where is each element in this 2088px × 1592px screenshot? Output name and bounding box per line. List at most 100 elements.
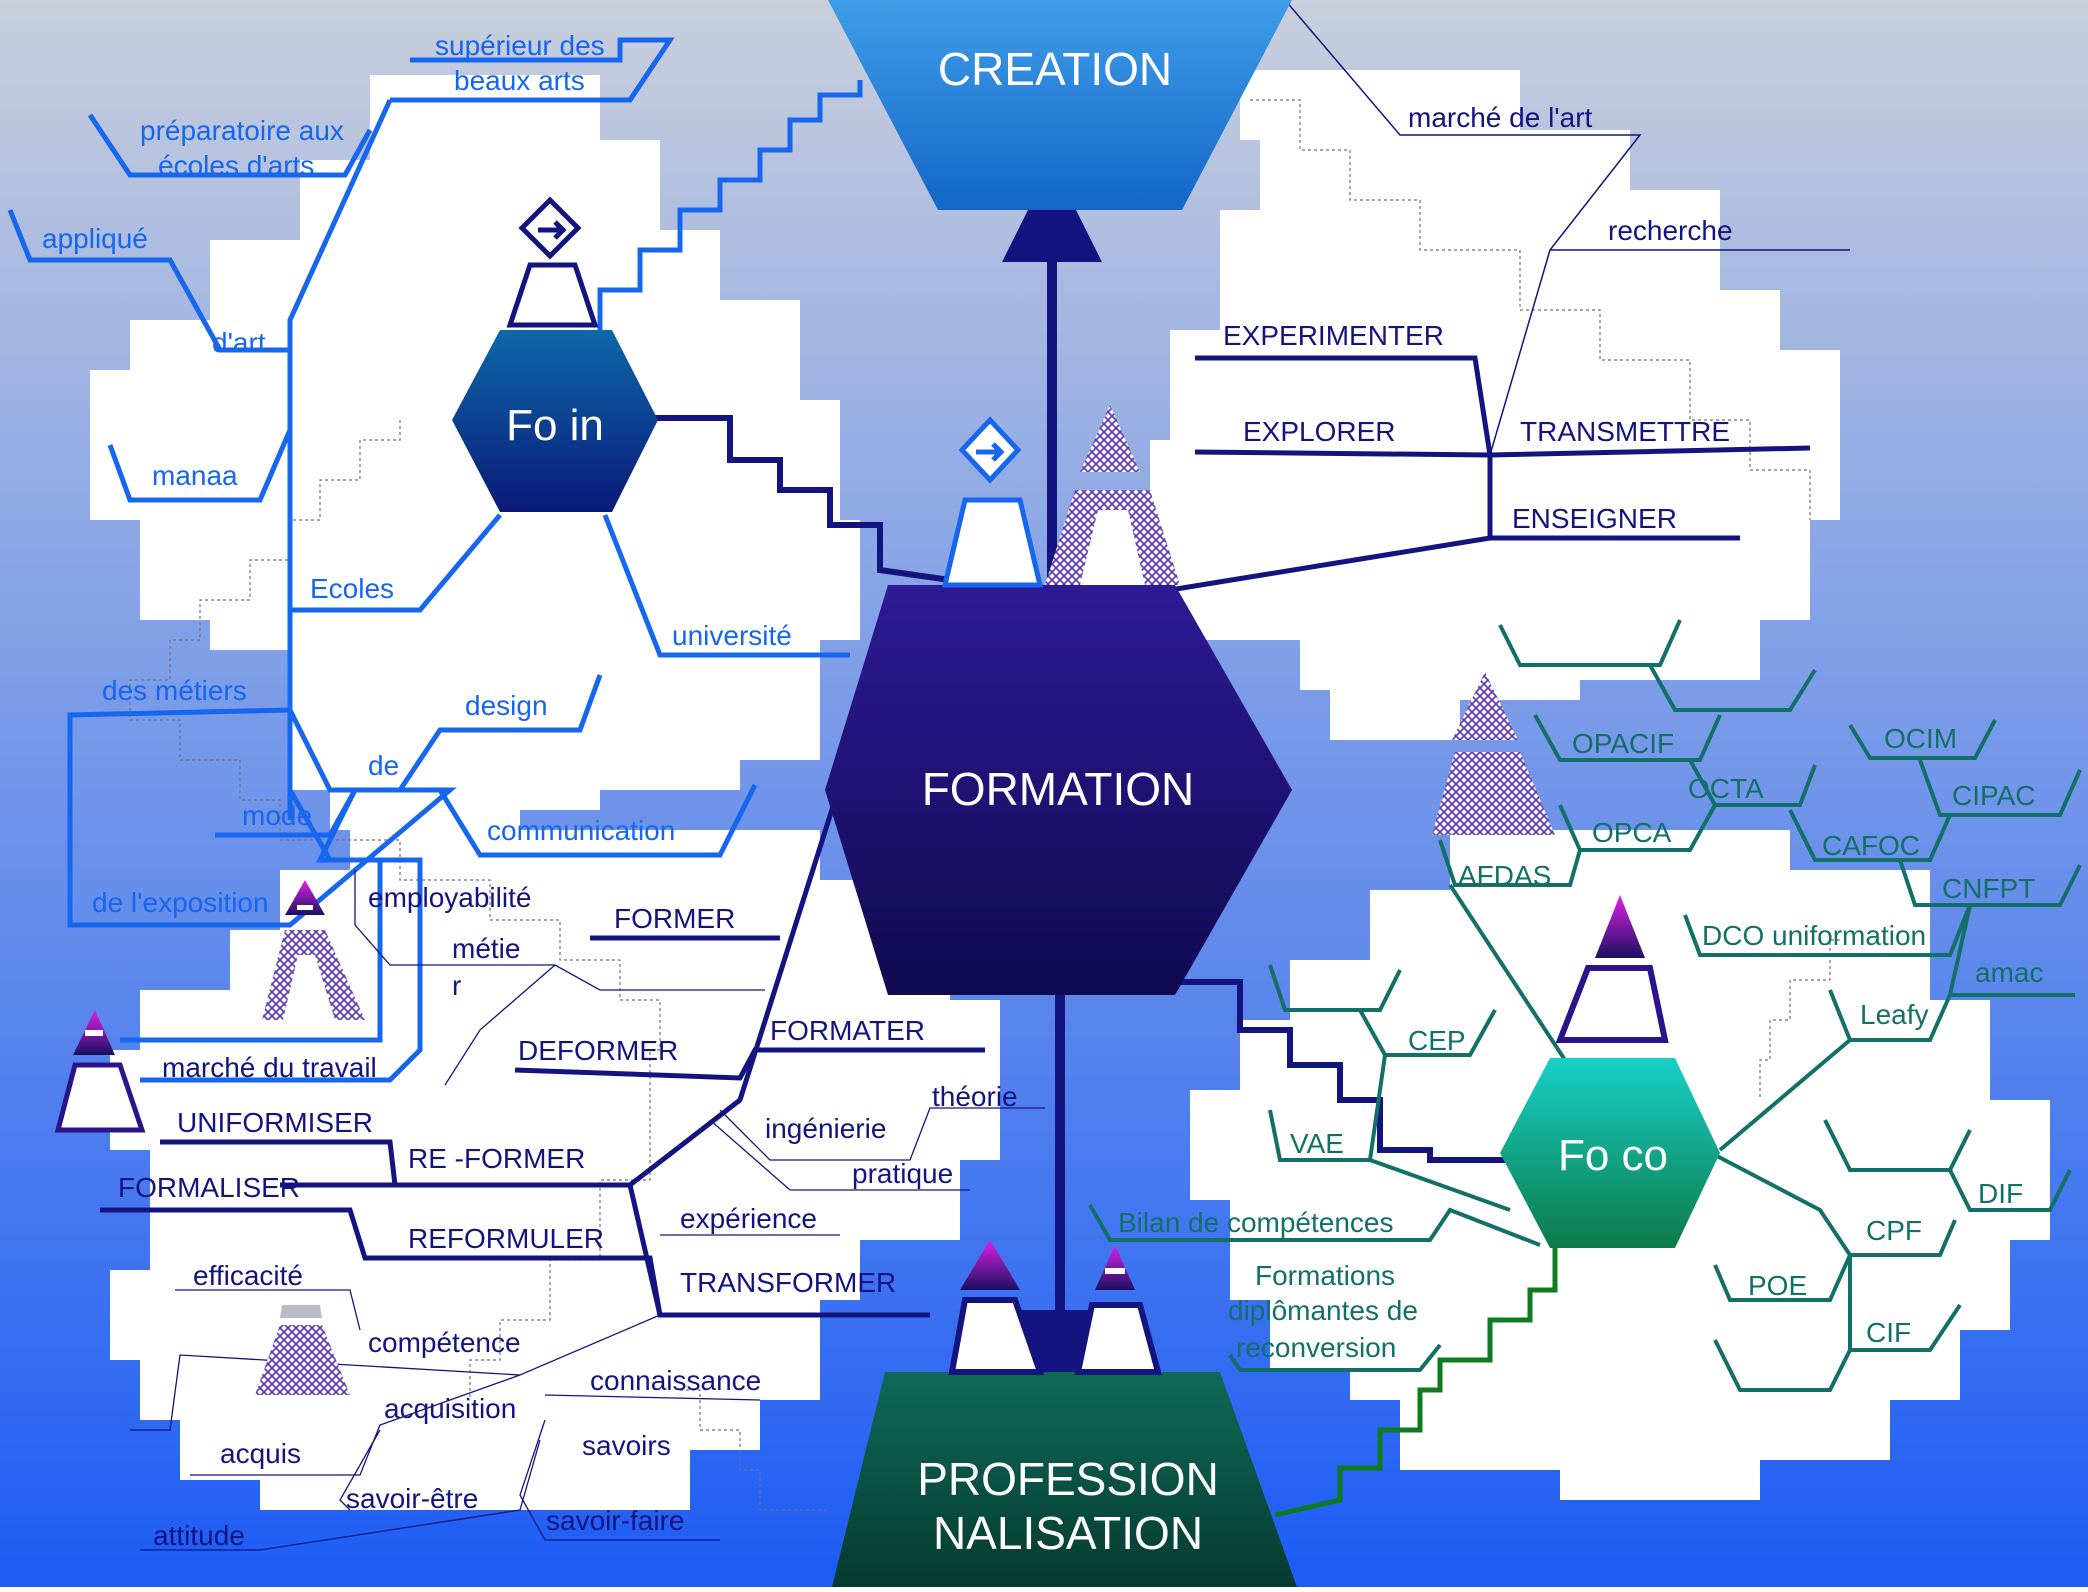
fo-in-node[interactable]: Fo in	[452, 330, 658, 512]
hatched-skirt-icon	[255, 1325, 350, 1395]
label-r: r	[452, 970, 461, 1001]
label-superieur: supérieur des	[435, 30, 605, 61]
thin-connectors-tr	[1284, 0, 1850, 456]
label-dart: d'art	[212, 327, 266, 358]
line-leafy-to-foco	[1718, 1038, 1852, 1152]
line-afdas	[1438, 839, 1582, 887]
hatched-tower-window-icon	[1080, 510, 1145, 585]
label-dif: DIF	[1978, 1178, 2023, 1209]
label-de: de	[368, 750, 399, 781]
label-ecoles-arts: écoles d'arts	[158, 150, 314, 181]
line-opacif	[1498, 619, 1682, 667]
trapezoid-figure-icon-3	[54, 1062, 146, 1133]
line-dif2	[1948, 1169, 2072, 1212]
label-amac: amac	[1975, 957, 2043, 988]
creation-node[interactable]: CREATION	[828, 0, 1292, 210]
line-superieur	[390, 37, 675, 103]
label-diplomantes: diplômantes de	[1228, 1295, 1418, 1326]
profession-label-1: PROFESSION	[917, 1453, 1219, 1505]
label-theorie: théorie	[932, 1081, 1018, 1112]
label-cipac: CIPAC	[1952, 780, 2036, 811]
line-competence	[130, 1314, 661, 1431]
hatched-tower-icon-2	[1432, 752, 1555, 835]
purple-cone-icon-3	[960, 1240, 1020, 1290]
label-bilan: Bilan de compétences	[1118, 1207, 1394, 1238]
fo-in-shape	[452, 330, 658, 512]
line-opca	[1558, 804, 1717, 852]
diamond-arrow-icon-2	[958, 416, 1022, 484]
line-experimenter	[1195, 355, 1493, 538]
line-vae-to-foco	[1369, 1158, 1511, 1212]
label-employabilite: employabilité	[368, 882, 531, 913]
label-des-metiers: des métiers	[102, 675, 247, 706]
diamond-arrow-icon	[518, 196, 582, 260]
label-beaux-arts: beaux arts	[454, 65, 585, 96]
label-acquisition: acquisition	[384, 1393, 516, 1424]
formation-shape	[825, 585, 1292, 995]
label-opacif: OPACIF	[1572, 728, 1674, 759]
label-exposition: de l'exposition	[92, 887, 269, 918]
label-transmettre: TRANSMETTRE	[1520, 416, 1730, 447]
label-efficacite: efficacité	[193, 1260, 303, 1291]
line-savoir-faire2	[519, 1419, 720, 1541]
line-deformer	[514, 1047, 985, 1081]
top-right-labels: marché de l'art recherche EXPERIMENTER E…	[1223, 102, 1733, 534]
line-vae	[1268, 1054, 1387, 1162]
line-ocim	[1848, 719, 1997, 760]
label-cafoc: CAFOC	[1822, 830, 1920, 861]
label-reformer: RE -FORMER	[408, 1143, 585, 1174]
label-ecoles: Ecoles	[310, 573, 394, 604]
label-cnfpt: CNFPT	[1942, 873, 2035, 904]
line-spine-left	[287, 98, 393, 820]
label-universite: université	[672, 620, 792, 651]
dashed-step-tr	[1250, 99, 1811, 520]
line-formaliser	[100, 1207, 930, 1318]
hatched-figure-window-icon	[283, 955, 335, 1020]
label-metie: métie	[452, 933, 520, 964]
profession-node[interactable]: PROFESSION NALISATION	[832, 1372, 1297, 1587]
label-marche-travail: marché du travail	[162, 1052, 377, 1083]
line-reformuler	[627, 1184, 663, 1316]
line-employabilite	[354, 870, 765, 991]
label-cif: CIF	[1866, 1317, 1911, 1348]
line-efficacite	[175, 1289, 361, 1331]
line-theorie	[719, 1107, 1045, 1161]
formation-node[interactable]: FORMATION	[825, 585, 1292, 995]
label-preparatoire: préparatoire aux	[140, 115, 344, 146]
line-cif	[1848, 1255, 1962, 1352]
label-opca: OPCA	[1592, 817, 1672, 848]
line-opacif2	[1648, 664, 1817, 712]
label-marche-art: marché de l'art	[1408, 102, 1593, 133]
fo-co-node[interactable]: Fo co	[1500, 1058, 1720, 1248]
label-connaissance: connaissance	[590, 1365, 761, 1396]
label-vae: VAE	[1290, 1128, 1344, 1159]
line-savoir-etre	[140, 1439, 541, 1551]
label-enseigner: ENSEIGNER	[1512, 503, 1677, 534]
bottom-left-labels: employabilité métie r FORMER marché du t…	[118, 882, 1018, 1551]
line-octa	[1533, 714, 1722, 762]
line-cnfpt	[1898, 859, 2082, 907]
trapezoid-figure-icon	[506, 262, 599, 328]
label-afdas: AFDAS	[1458, 860, 1551, 891]
label-deformer: DEFORMER	[518, 1035, 678, 1066]
label-savoirs: savoirs	[582, 1430, 671, 1461]
formation-left-branches	[100, 799, 985, 1318]
line-uniformiser	[160, 1139, 398, 1186]
label-reformuler: REFORMULER	[408, 1223, 604, 1254]
fo-co-shape	[1500, 1058, 1720, 1248]
label-formaliser: FORMALISER	[118, 1172, 300, 1203]
line-bilan	[1088, 1204, 1541, 1247]
label-leafy: Leafy	[1860, 999, 1929, 1030]
label-savoir-faire: savoir-faire	[546, 1505, 684, 1536]
label-competence: compétence	[368, 1327, 521, 1358]
line-afdas-to-foco	[1448, 883, 1567, 1062]
cone-dash-icon-3	[1105, 1268, 1125, 1274]
bottom-right-labels: OPACIF OCIM OCTA CIPAC OPCA CAFOC AFDAS …	[1118, 723, 2043, 1363]
line-leafy	[1828, 989, 1952, 1042]
trapezoid-figure-icon-6	[1555, 965, 1669, 1043]
line-cep	[1268, 964, 1402, 1012]
line-applique	[7, 209, 290, 353]
label-attitude: attitude	[153, 1520, 245, 1551]
cone-dash-icon-2	[85, 1030, 103, 1036]
